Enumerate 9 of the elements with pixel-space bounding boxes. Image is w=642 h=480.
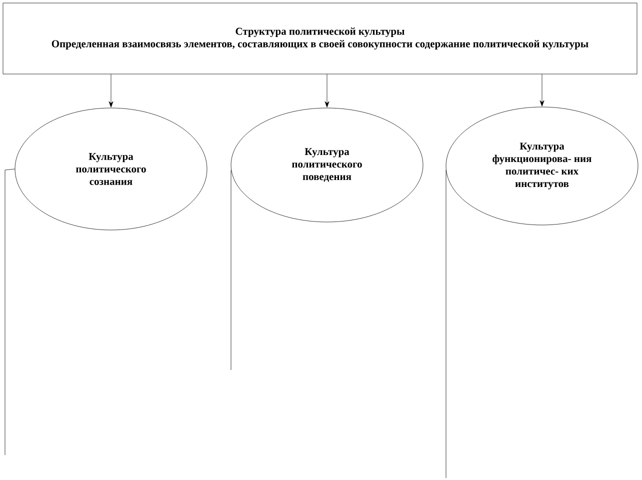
header-box: Структура политической культуры Определенная взаимосвязь элементов, составляющих в своей совокупности содержание политической культуры — [2, 2, 638, 74]
ellipse-node: Культура политического поведения — [230, 108, 424, 222]
arrow — [324, 74, 330, 108]
arrow — [540, 74, 544, 106]
arrow — [108, 74, 114, 108]
line — [230, 170, 232, 370]
line — [4, 168, 15, 456]
ellipse-node: Культура функционирова- ния политичес- ких институтов — [446, 106, 638, 226]
ellipse-node: Культура политического сознания — [14, 108, 208, 230]
